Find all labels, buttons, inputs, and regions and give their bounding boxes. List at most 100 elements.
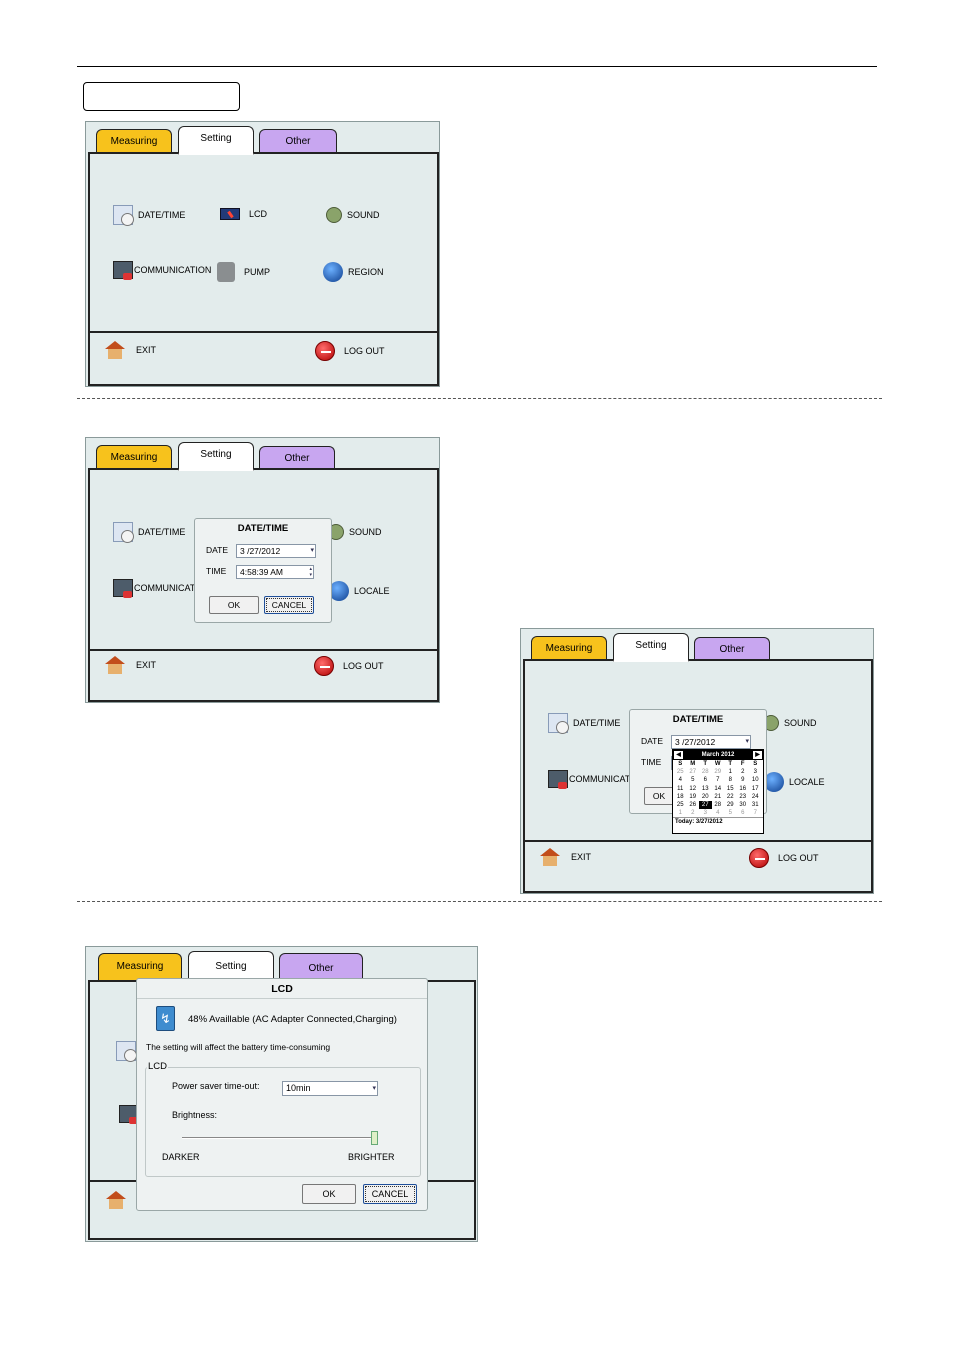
calendar-day[interactable]: 19 [689,793,697,800]
calendar-day[interactable]: 2 [741,769,745,776]
tab-other[interactable]: Other [259,446,335,470]
next-month-icon[interactable]: ▶ [753,751,762,759]
calendar-day[interactable]: 5 [691,777,695,784]
ok-button[interactable]: OK [209,596,259,614]
logout-button[interactable]: LOG OUT [749,848,819,868]
setting-panel [88,152,439,386]
calendar-day[interactable]: 24 [751,793,759,800]
tab-setting[interactable]: Setting [188,951,274,982]
calendar-day[interactable]: 22 [726,793,734,800]
calendar-day[interactable]: 30 [739,802,747,809]
calendar-day[interactable]: 3 [703,810,707,817]
exit-button[interactable]: EXIT [105,656,156,674]
calendar-day[interactable]: 25 [676,802,684,809]
chevron-down-icon[interactable]: ▾ [310,547,314,554]
calendar-day[interactable]: 7 [716,777,720,784]
calendar-day[interactable]: 13 [701,785,709,792]
date-field[interactable]: 3 /27/2012▾ [671,735,751,749]
calendar-day[interactable]: 4 [716,810,720,817]
locale-item[interactable]: LOCALE [329,581,390,601]
calendar-day[interactable]: 10 [751,777,759,784]
date-field[interactable]: 3 /27/2012▾ [236,544,316,558]
datetime-item[interactable]: DATE/TIME [548,713,620,734]
calendar-day[interactable]: 1 [678,810,682,817]
communication-item[interactable]: COMMUNICATION [113,261,211,280]
calendar-day[interactable]: 28 [714,802,722,809]
calendar-day[interactable]: 27 [689,769,697,776]
calendar-day[interactable]: 21 [714,793,722,800]
calendar-day[interactable]: 15 [726,785,734,792]
cancel-button[interactable]: CANCEL [363,1184,417,1204]
tab-setting[interactable]: Setting [613,633,689,662]
calendar-day[interactable]: 26 [689,802,697,809]
logout-button[interactable]: LOG OUT [315,341,385,361]
calendar-day[interactable]: 8 [728,777,732,784]
communication-item[interactable]: COMMUNICAT [548,770,630,789]
tab-measuring[interactable]: Measuring [531,636,607,660]
datetime-item[interactable]: DATE/TIME [113,205,185,226]
calendar-day[interactable]: 14 [714,785,722,792]
calendar-day[interactable]: 7 [753,810,757,817]
tab-other[interactable]: Other [694,637,770,661]
calendar-day[interactable]: 20 [701,793,709,800]
tab-setting[interactable]: Setting [178,442,254,471]
tab-other[interactable]: Other [259,129,337,153]
exit-button[interactable]: EXIT [540,848,591,866]
sound-item[interactable]: SOUND [326,207,380,223]
time-field[interactable]: 4:58:39 AM▴▾ [236,565,314,579]
brightness-slider-track[interactable] [182,1137,377,1139]
tab-measuring[interactable]: Measuring [96,129,172,153]
calendar-day[interactable]: 18 [676,793,684,800]
calendar-day[interactable]: 23 [739,793,747,800]
ok-button[interactable]: OK [302,1184,356,1204]
tab-setting[interactable]: Setting [178,126,254,155]
region-item[interactable]: REGION [323,262,384,282]
sound-item[interactable]: SOUND [328,524,382,540]
lcd-item[interactable]: LCD [220,208,267,220]
calendar-day[interactable]: 27 [699,801,712,810]
calendar-day[interactable]: 6 [741,810,745,817]
calendar-day[interactable]: 29 [714,769,722,776]
calendar-day[interactable]: 11 [677,785,684,792]
exit-button[interactable]: EXIT [105,341,156,359]
calendar-day[interactable]: 17 [751,785,759,792]
calendar-day[interactable]: 3 [753,769,757,776]
chevron-down-icon[interactable]: ▾ [372,1085,376,1092]
calendar-day[interactable]: 28 [701,769,709,776]
pump-item[interactable]: PUMP [217,262,270,282]
communication-item[interactable] [119,1105,144,1128]
brightness-slider-thumb[interactable] [371,1131,378,1145]
calendar-day[interactable]: 4 [678,777,682,784]
calendar-day[interactable]: 29 [726,802,734,809]
cancel-button[interactable]: CANCEL [264,596,314,614]
saver-select[interactable]: 10min▾ [282,1081,378,1096]
chevron-down-icon[interactable]: ▾ [745,738,749,745]
calendar-today[interactable]: Today: 3/27/2012 [673,817,763,827]
locale-item[interactable]: LOCALE [764,772,825,792]
calendar-day[interactable]: 25 [676,769,684,776]
dialog-title: LCD [137,979,427,999]
calendar-day[interactable]: 16 [739,785,747,792]
calendar-day[interactable]: 2 [691,810,695,817]
tab-other[interactable]: Other [279,953,363,980]
ok-button[interactable]: OK [644,787,674,805]
exit-button[interactable] [106,1191,131,1214]
calendar-day[interactable]: 9 [741,777,745,784]
prev-month-icon[interactable]: ◀ [674,751,683,759]
brighter-label: BRIGHTER [348,1152,395,1162]
spinner-icon[interactable]: ▴▾ [309,566,312,578]
tab-measuring[interactable]: Measuring [98,953,182,980]
datetime-item[interactable]: DATE/TIME [113,522,185,543]
computer-network-icon [119,1105,139,1124]
calendar-day[interactable]: 31 [751,802,759,809]
calendar-day[interactable]: 6 [703,777,707,784]
datetime-item[interactable] [116,1041,141,1066]
calendar-day[interactable]: 1 [728,769,732,776]
calendar-day[interactable]: 12 [689,785,697,792]
logout-button[interactable]: LOG OUT [314,656,384,676]
tab-measuring[interactable]: Measuring [96,445,172,469]
calendar-day[interactable]: 5 [728,810,732,817]
communication-item[interactable]: COMMUNICAT [113,579,195,598]
sound-item[interactable]: SOUND [763,715,817,731]
